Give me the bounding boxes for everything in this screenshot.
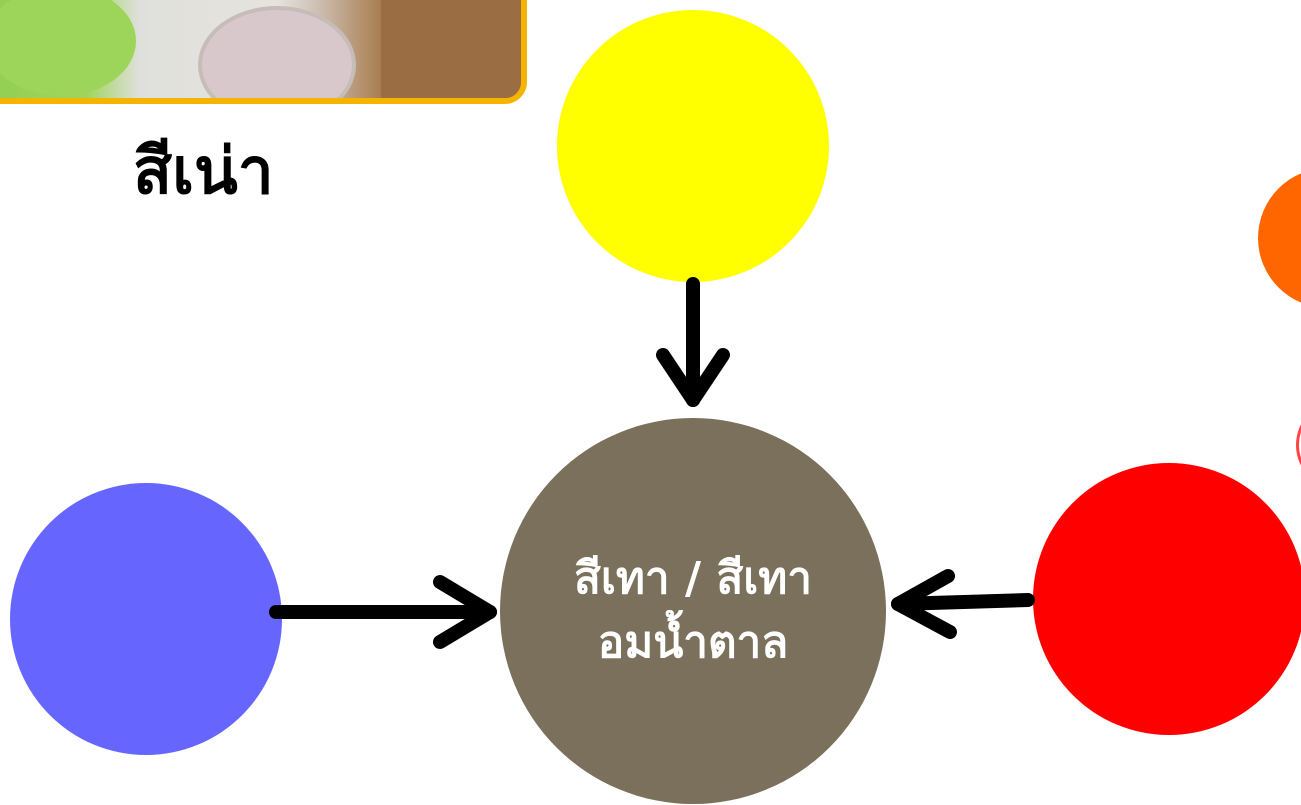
result-label-line1: สีเทา / สีเทา [574, 553, 812, 605]
palette-well [198, 6, 356, 98]
red-ring-circle [1296, 400, 1301, 490]
brown-background [381, 0, 521, 98]
blue-color-circle [10, 483, 282, 755]
result-label-line2: อมน้ำตาล [597, 617, 789, 668]
result-color-circle: สีเทา / สีเทา อมน้ำตาล [500, 418, 886, 804]
arrow-yellow-to-result [656, 277, 730, 407]
red-color-circle [1033, 463, 1301, 735]
arrow-blue-to-result [269, 575, 497, 649]
yellow-color-circle [557, 10, 829, 282]
paint-palette-photo [0, 0, 527, 104]
green-paint-swatch [0, 0, 136, 96]
orange-color-circle [1258, 168, 1301, 308]
arrow-red-to-result [891, 569, 1035, 639]
page-title: สีเน่า [133, 135, 274, 209]
